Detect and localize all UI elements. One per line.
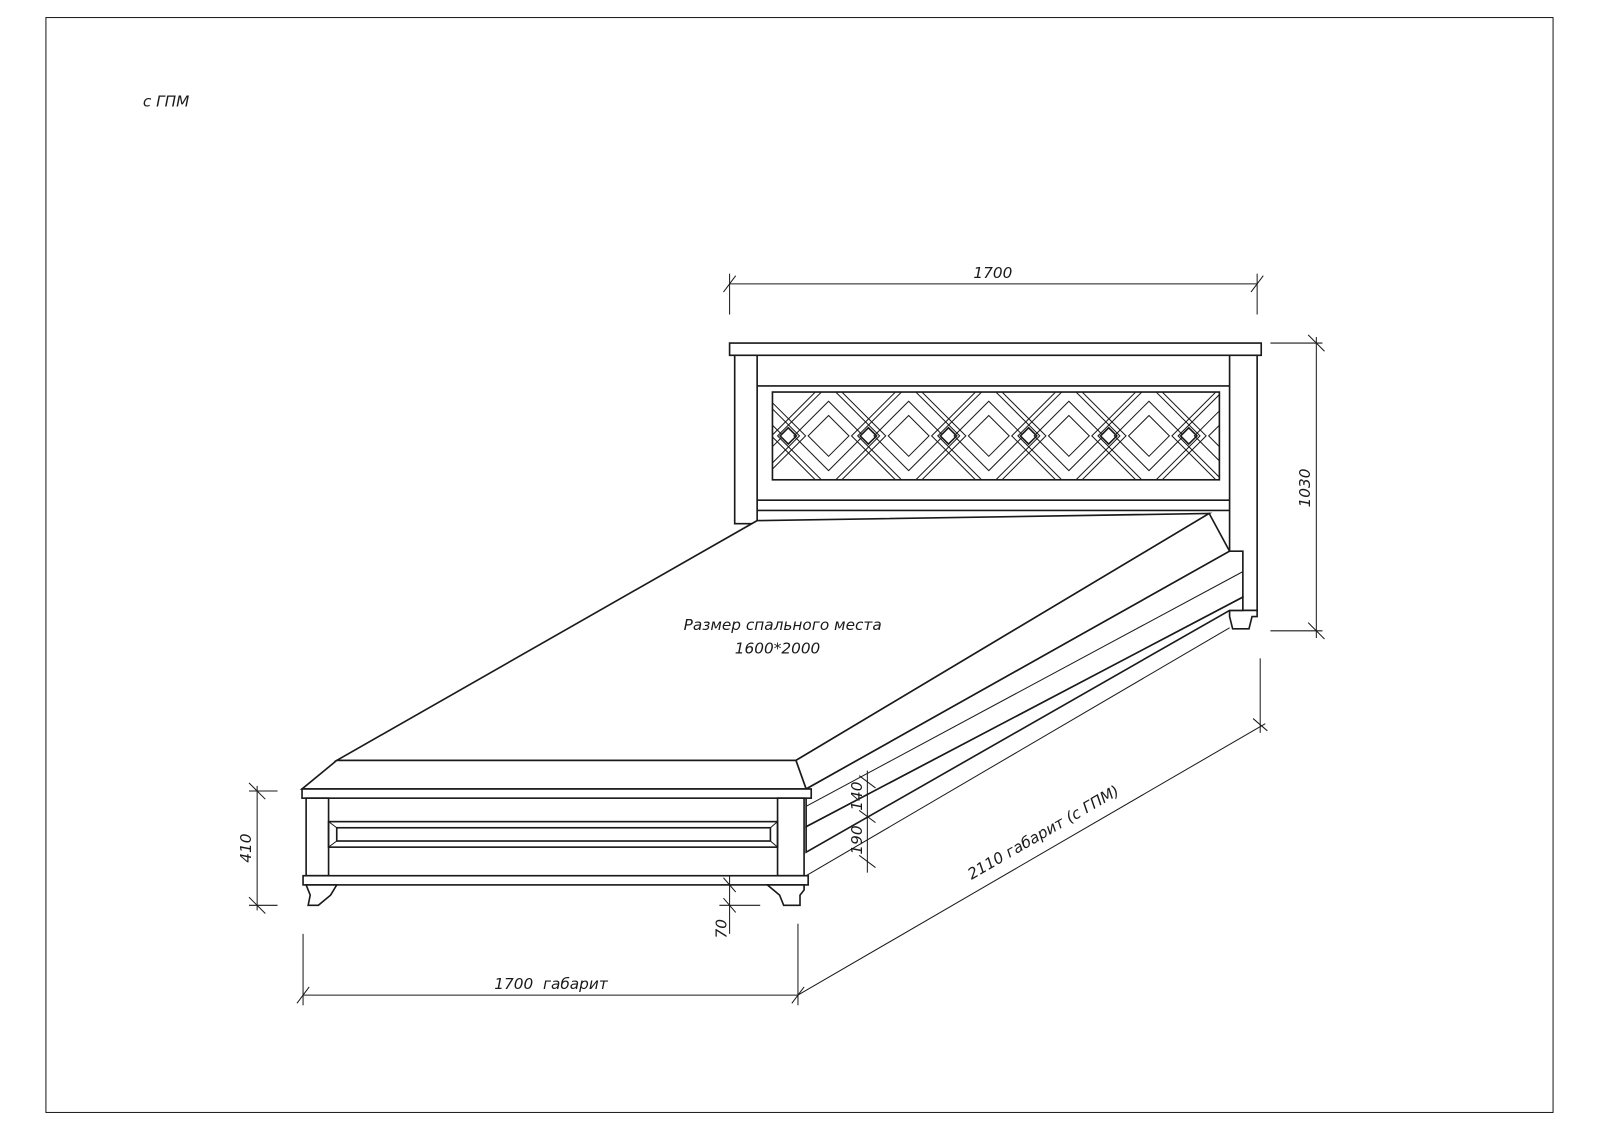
- drawing-frame: [45, 17, 1554, 1113]
- lattice-diamond: [1274, 401, 1343, 470]
- lattice-diamond: [1127, 414, 1171, 458]
- dimension-headboard-width: [723, 273, 1264, 315]
- dim-overall-width: 1700 габарит: [494, 975, 609, 993]
- dim-headboard-height: 1030: [1296, 468, 1314, 507]
- footboard: [301, 788, 813, 907]
- lattice-diamond: [1171, 392, 1217, 480]
- lattice-diamond: [1047, 414, 1091, 458]
- lattice-diamond: [778, 426, 798, 446]
- dimension-footboard-height: [248, 782, 278, 914]
- lattice-diamond: [1179, 426, 1199, 446]
- lattice-diamond: [887, 414, 930, 458]
- lattice-diamond: [1261, 428, 1277, 444]
- lattice-diamond: [772, 408, 801, 464]
- lattice-diamond: [1193, 410, 1220, 462]
- corner-label: с ГПМ: [143, 92, 190, 110]
- lattice-diamond: [1113, 400, 1185, 472]
- headboard-foot: [1228, 609, 1258, 630]
- lattice-diamond: [930, 392, 1047, 480]
- lattice-diamond: [1033, 400, 1105, 472]
- lattice-diamond: [793, 400, 864, 472]
- lattice-diamond: [850, 392, 967, 480]
- lattice-diamond: [1289, 416, 1330, 457]
- foot-left: [304, 884, 339, 907]
- lattice-diamond: [1019, 426, 1038, 446]
- berth-size: 1600*2000: [735, 639, 821, 657]
- lattice-diamond: [1177, 393, 1220, 478]
- dim-headboard-width: 1700: [973, 264, 1012, 282]
- lattice-diamond: [807, 414, 850, 458]
- lattice-diamond: [967, 414, 1010, 458]
- foot-right: [765, 884, 805, 907]
- lattice-diamond: [937, 392, 1041, 480]
- lattice-diamond: [856, 392, 961, 480]
- lattice-diamond: [776, 392, 881, 480]
- lattice-diamond: [953, 400, 1025, 472]
- dim-lower-side: 190: [848, 825, 866, 854]
- dim-leg-height: 70: [713, 919, 731, 938]
- lattice-diamond: [772, 402, 807, 470]
- lattice-diamond: [1017, 392, 1121, 480]
- dim-upper-side: 140: [848, 782, 866, 811]
- dimension-side-heights: [858, 770, 876, 873]
- dim-overall-length: 2110 габарит (с ГПМ): [964, 782, 1122, 884]
- dimension-overall-length: [797, 658, 1268, 996]
- dimension-leg-height: [719, 875, 766, 934]
- dimension-overall-width: [296, 923, 805, 1006]
- dimension-headboard-height: [1270, 334, 1325, 640]
- lattice-diamond: [1091, 392, 1207, 480]
- lattice-diamond: [859, 426, 878, 446]
- bed-body: [299, 512, 1244, 877]
- lattice-diamond: [1207, 424, 1220, 448]
- lattice-diamond: [873, 400, 945, 472]
- dim-footboard-height: 410: [237, 834, 255, 863]
- lattice-diamond: [1011, 392, 1127, 480]
- lattice-diamond: [1097, 392, 1201, 480]
- lattice-diamond: [939, 426, 958, 446]
- lattice-diamond: [1341, 428, 1357, 444]
- headboard: [728, 342, 1357, 630]
- headboard-lattice-pattern: [772, 392, 1357, 480]
- berth-label: Размер спального места: [684, 616, 882, 634]
- lattice-diamond: [1099, 426, 1118, 446]
- lattice-diamond: [772, 392, 887, 480]
